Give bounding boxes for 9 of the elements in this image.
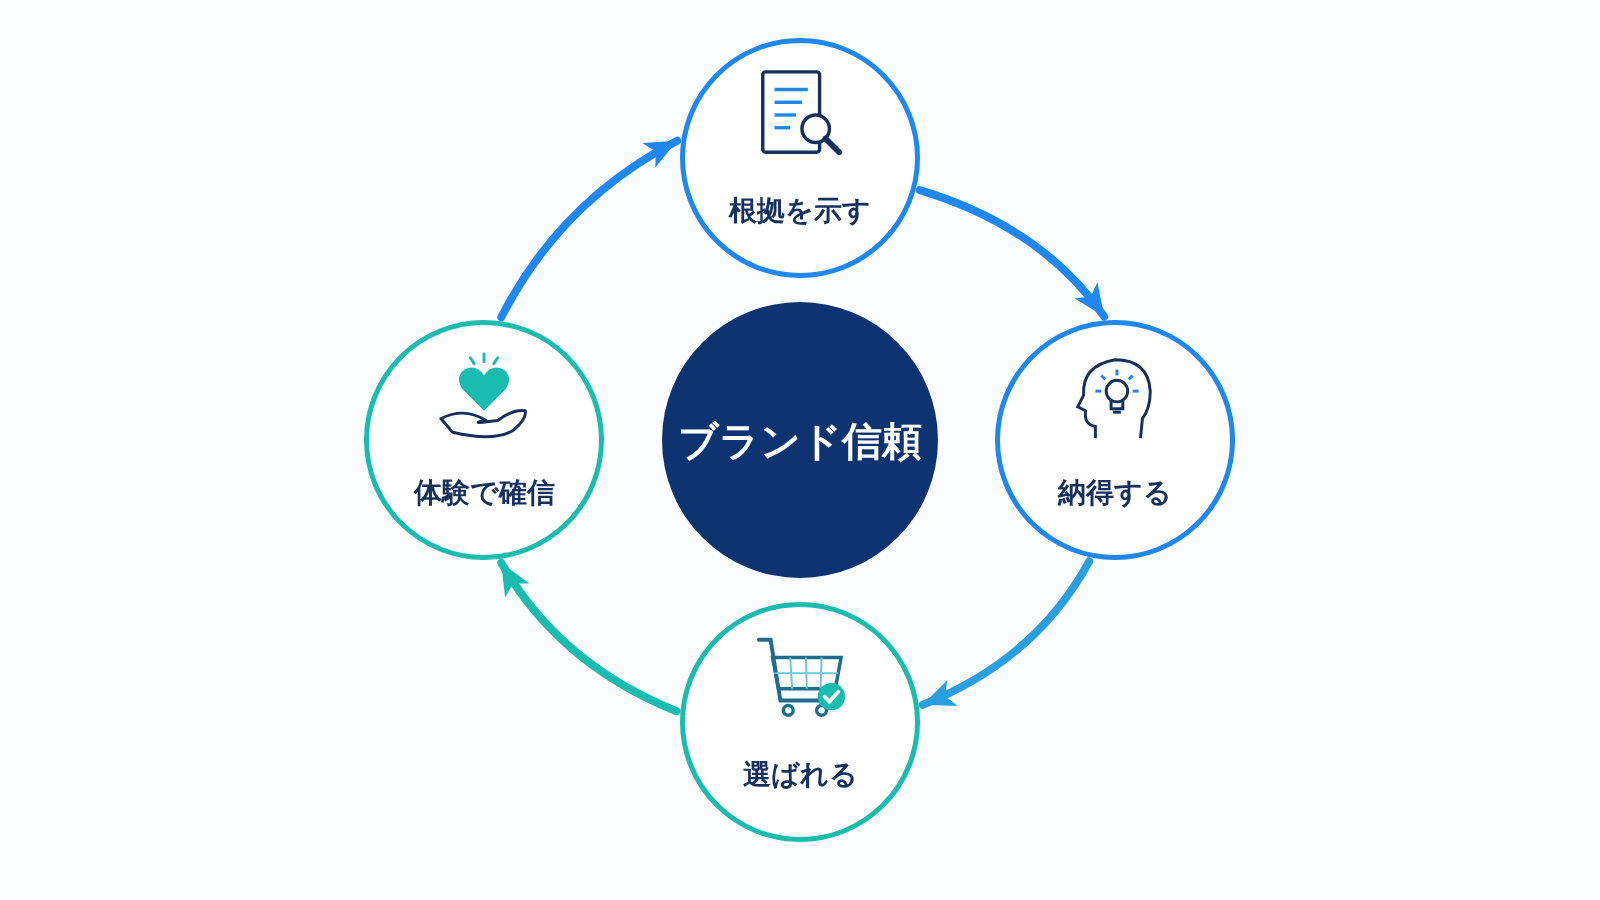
arrow bbox=[918, 557, 1094, 709]
center-title: ブランド信頼 bbox=[677, 417, 923, 466]
step-label: 選ばれる bbox=[741, 757, 859, 793]
arrow bbox=[497, 136, 682, 322]
step-label: 体験で確信 bbox=[412, 475, 556, 511]
arrow bbox=[497, 558, 681, 716]
arrow bbox=[915, 186, 1109, 321]
step-label: 納得する bbox=[1056, 475, 1173, 511]
step-label: 根拠を示す bbox=[727, 193, 872, 229]
